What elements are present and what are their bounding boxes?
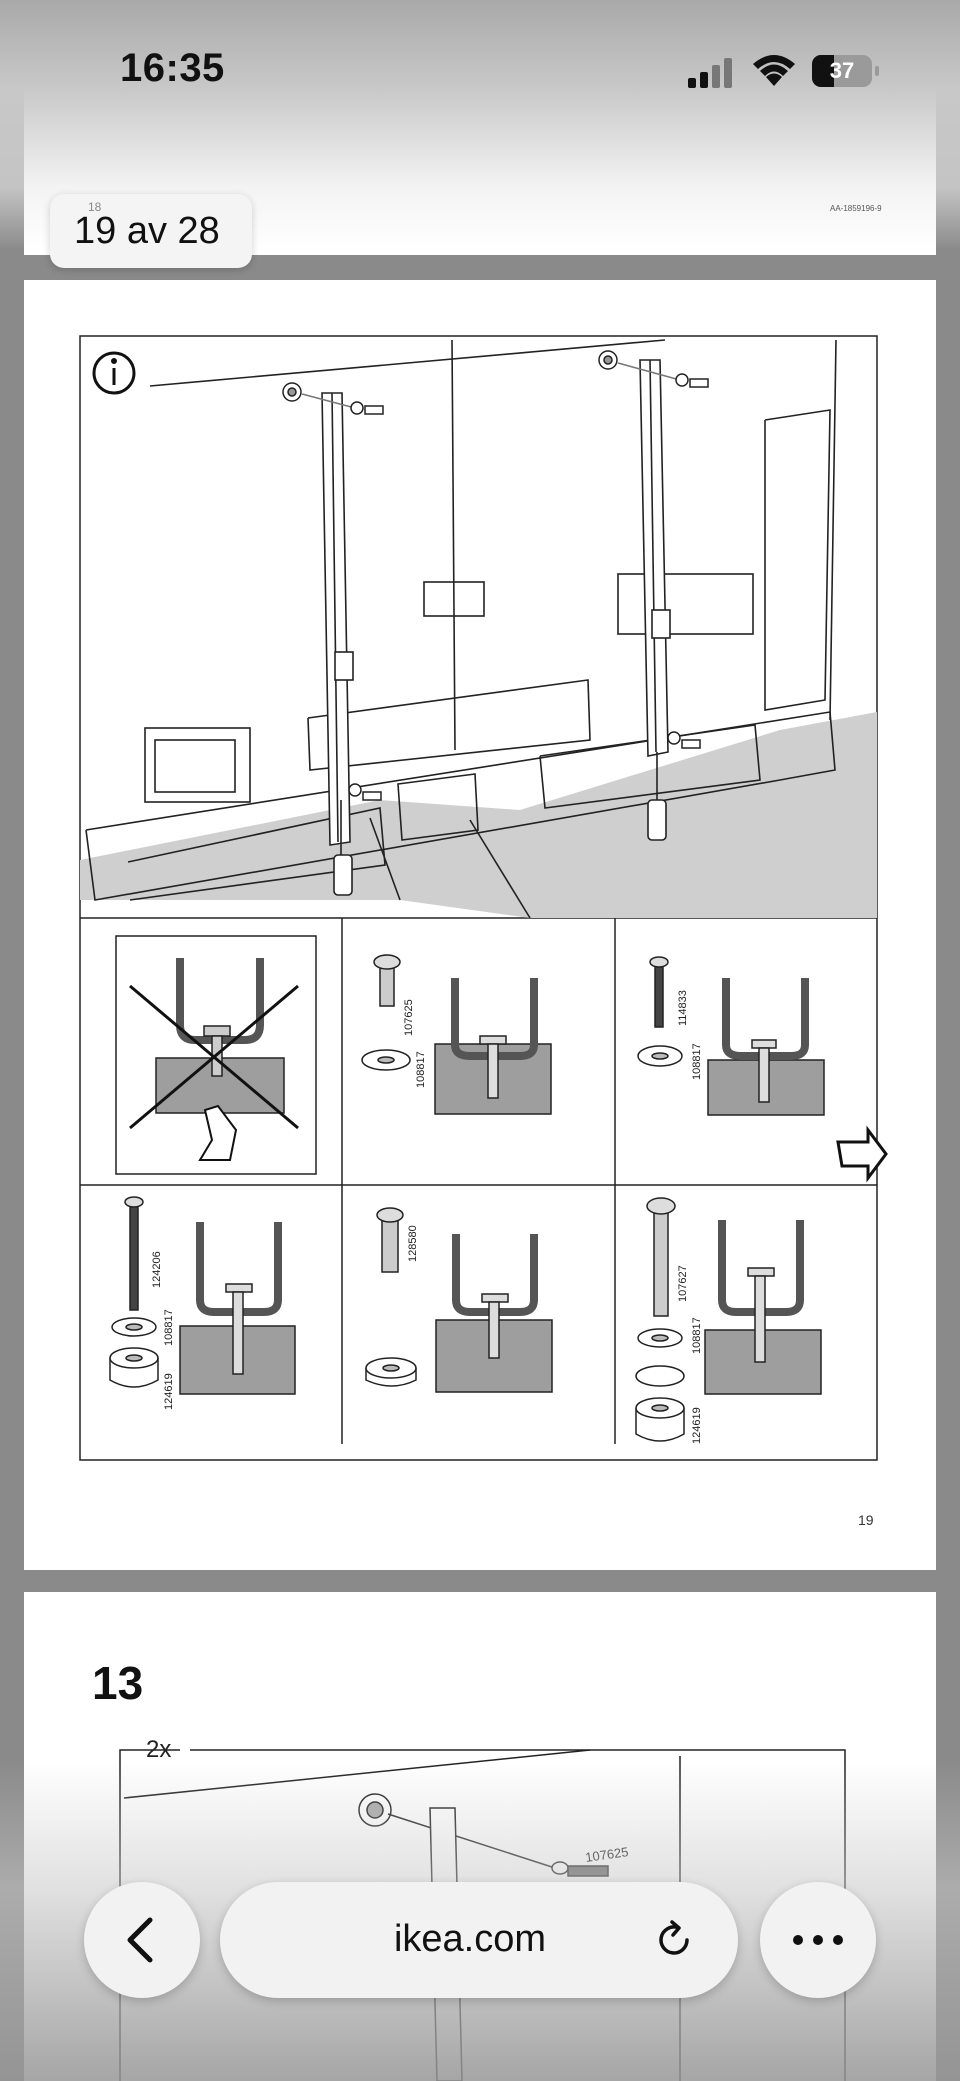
part-number-label: 124206 [151,1251,163,1288]
wall-bracket-right [639,359,671,841]
step-number: 13 [92,1657,144,1709]
reload-icon[interactable] [652,1918,696,1962]
wall-bracket-left [321,392,354,896]
part-number-label: 108817 [691,1317,703,1354]
part-number-label: 107625 [403,999,415,1036]
back-button[interactable] [84,1882,200,1998]
battery-level: 37 [829,58,855,83]
address-bar[interactable]: ikea.com [220,1882,738,1998]
panel-detail-2 [361,954,552,1115]
page-number: 19 [858,1512,874,1528]
document-id: AA-1859196-9 [830,204,882,213]
part-number-label: 114833 [677,990,689,1026]
part-number-label: 108817 [691,1043,703,1080]
floor-shade [80,712,877,918]
panel-detail-3 [637,956,825,1116]
chevron-left-icon [127,1917,153,1963]
battery-icon: 37 [812,55,879,87]
tv-back [85,339,837,919]
panel-detail-4 [109,1196,296,1395]
page-indicator-label: 19 av 28 [74,210,220,252]
status-bar: 16:35 37 [0,0,960,140]
clock: 16:35 [120,46,225,90]
part-number-label: 108817 [415,1051,427,1088]
panel-wrong [115,935,317,1175]
part-number-label: 124619 [163,1373,175,1410]
screw-markers [282,350,709,801]
more-button[interactable] [760,1882,876,1998]
url-text[interactable]: ikea.com [393,1918,547,1960]
previous-page-number: 18 [88,200,102,214]
step-quantity: 2x [146,1736,172,1763]
part-number-label: 128580 [407,1225,419,1262]
next-arrow-icon [836,1125,888,1183]
part-number-label: 107627 [677,1265,689,1302]
part-number-label: 124619 [691,1407,703,1444]
wifi-icon [753,55,795,86]
more-icon [793,1935,843,1945]
info-icon [92,351,136,395]
panel-detail-5 [365,1207,553,1393]
part-number-label: 108817 [163,1309,175,1346]
panel-detail-6 [635,1197,822,1442]
page-indicator: 18 19 av 28 [50,194,252,268]
cellular-signal-icon [688,58,732,88]
